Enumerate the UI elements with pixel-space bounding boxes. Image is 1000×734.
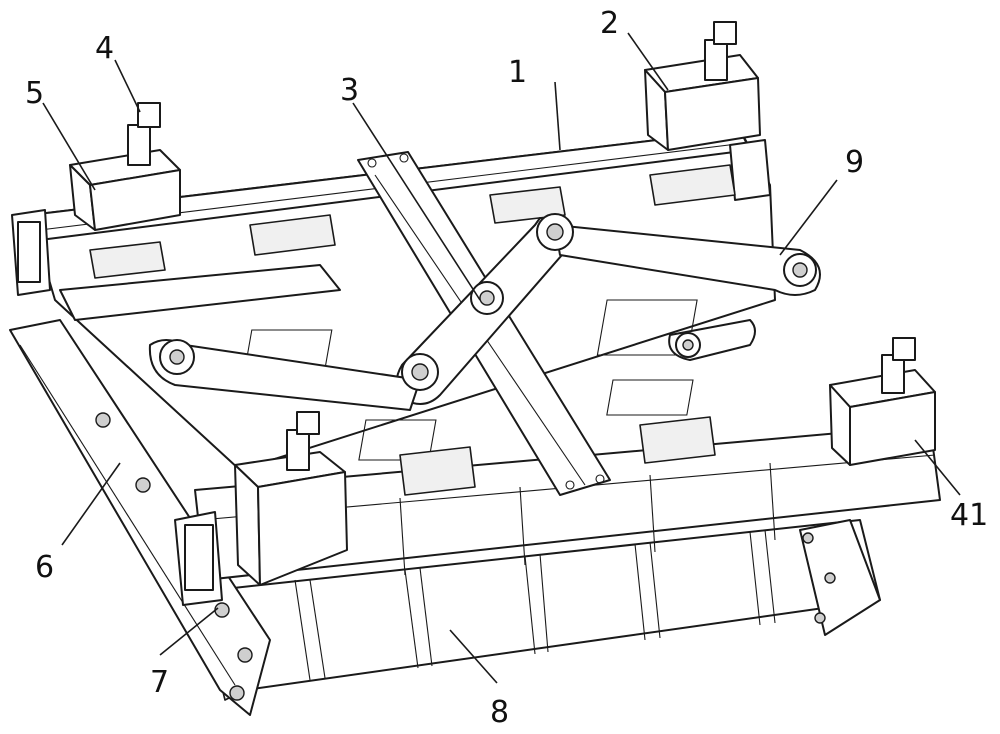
slide-blocks [89, 164, 736, 496]
callout-9: 9 [845, 145, 864, 180]
cylinder-block-front-left [234, 411, 348, 586]
cylinder-block-41 [829, 337, 936, 466]
cylinder-block-5 [69, 102, 181, 231]
callout-6: 6 [35, 550, 54, 585]
callout-2: 2 [600, 6, 619, 41]
callout-7: 7 [150, 665, 169, 700]
cylinder-block-2 [644, 21, 761, 151]
leader-lines [42, 32, 961, 684]
linkage-arms [59, 213, 821, 411]
callout-labels: 1 2 3 4 5 6 7 8 9 41 [25, 6, 988, 730]
callout-41: 41 [950, 498, 988, 533]
callout-4: 4 [95, 31, 114, 66]
callout-5: 5 [25, 76, 44, 111]
side-bracket-right [799, 519, 881, 636]
callout-3: 3 [340, 73, 359, 108]
callout-8: 8 [490, 695, 509, 730]
side-plate-left [9, 319, 271, 716]
callout-1: 1 [508, 55, 527, 90]
